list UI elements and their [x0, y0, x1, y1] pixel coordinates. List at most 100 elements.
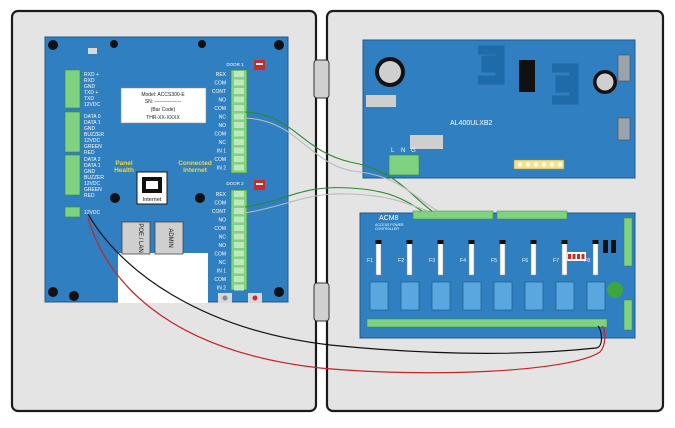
terminal-screw	[234, 225, 244, 231]
admin-port	[154, 221, 184, 255]
controller-cutout	[118, 253, 208, 303]
terminal-screw	[234, 71, 244, 77]
reader3-terminal-block	[64, 154, 81, 196]
terminal-screw	[234, 199, 244, 206]
door-terminal-label: NO	[219, 98, 227, 104]
hinge-bottom	[313, 282, 330, 322]
acm8-input-terminals	[496, 210, 568, 220]
relay	[369, 281, 389, 311]
pcb-trace-s	[478, 45, 505, 85]
terminal-screw	[234, 113, 244, 120]
acm8-relay-row	[369, 281, 606, 311]
rj45-icon-inner	[146, 181, 158, 189]
pcb-trace-s2	[552, 63, 579, 105]
capacitor	[379, 61, 401, 83]
fuse-cap	[530, 240, 537, 244]
fuse-label: F3	[429, 258, 435, 264]
fuse-label: F5	[491, 258, 497, 264]
fuse-label: F2	[398, 258, 404, 264]
mount-hole	[69, 291, 79, 301]
relay	[524, 281, 544, 311]
door2-relay-switch-bar	[256, 183, 263, 185]
door-terminal-label: IN 2	[217, 286, 226, 292]
relay	[493, 281, 513, 311]
door-terminal-label: COM	[214, 201, 226, 207]
relay	[400, 281, 420, 311]
door2-title: DOOR 2	[226, 181, 244, 186]
poe-lan-label: POE / LAN	[137, 223, 143, 252]
mount-hole	[195, 193, 205, 203]
terminal-screw	[234, 191, 244, 197]
door-terminal-label: NC	[219, 235, 227, 241]
wire-white	[244, 117, 439, 212]
wire-black	[87, 213, 603, 354]
acm8-output-terminal-strip	[366, 318, 608, 328]
terminal-screw	[234, 139, 244, 145]
terminal-screw	[234, 284, 244, 291]
internet-label: Internet	[143, 197, 162, 203]
heatsink	[617, 54, 631, 82]
mount-hole	[48, 40, 58, 50]
door-terminal-label: COM	[214, 157, 226, 163]
relay	[586, 281, 606, 311]
door-terminal-label: COM	[214, 132, 226, 138]
door-terminal-label: REX	[216, 192, 227, 198]
reader2-terminal-block	[64, 111, 81, 153]
fuse	[468, 242, 475, 276]
acm8-battery	[607, 282, 623, 298]
door-terminal-label: REX	[216, 72, 227, 78]
door-terminal-label: IN 2	[217, 166, 226, 172]
acm8-dip-switch-levers	[568, 254, 585, 259]
acm8-jumper	[611, 240, 616, 253]
heatsink	[617, 117, 631, 141]
terminal-screw	[234, 156, 244, 162]
fuse	[561, 242, 568, 276]
fuse-cap	[592, 240, 599, 244]
fuse-label: F4	[460, 258, 466, 264]
terminal-screw	[234, 216, 244, 223]
wire-white-2	[244, 193, 429, 214]
acm8-side-terminal	[623, 299, 633, 331]
wire-red	[87, 217, 606, 374]
terminal-screw	[234, 267, 244, 274]
door-terminal-label: COM	[214, 277, 226, 283]
fuse-cap	[406, 240, 413, 244]
admin-label: ADMIN	[167, 228, 173, 247]
door-terminal-label: NC	[219, 140, 227, 146]
fuse	[375, 242, 382, 276]
fuse-cap	[375, 240, 382, 244]
fuse	[499, 242, 506, 276]
door-terminal-label: CONT	[212, 89, 226, 95]
acm8-title: ACM8	[379, 215, 399, 222]
ac-input-terminal	[388, 154, 420, 176]
acm8-jumper	[603, 240, 608, 253]
acm8-side-terminal	[623, 217, 633, 267]
acm8-dip-switch	[566, 252, 586, 261]
door-terminal-label: COM	[214, 81, 226, 87]
door-terminal-label: IN 1	[217, 269, 226, 275]
terminal-screw	[234, 242, 244, 248]
mount-hole	[274, 287, 284, 297]
fuse-cap	[468, 240, 475, 244]
door-terminal-label: COM	[214, 226, 226, 232]
terminal-screw	[234, 122, 244, 128]
door-terminal-label: NO	[219, 218, 227, 224]
model-label-box	[120, 87, 207, 124]
wire-green	[244, 111, 433, 212]
terminal-screw	[234, 147, 244, 154]
terminal-screw	[234, 276, 244, 282]
small-switch	[88, 48, 97, 54]
capacitor	[596, 73, 614, 91]
fuse-label: F7	[553, 258, 559, 264]
bottom-button-led	[252, 295, 258, 301]
inductor	[366, 95, 396, 107]
mount-hole	[48, 287, 58, 297]
fuse-label: F8	[584, 258, 590, 264]
